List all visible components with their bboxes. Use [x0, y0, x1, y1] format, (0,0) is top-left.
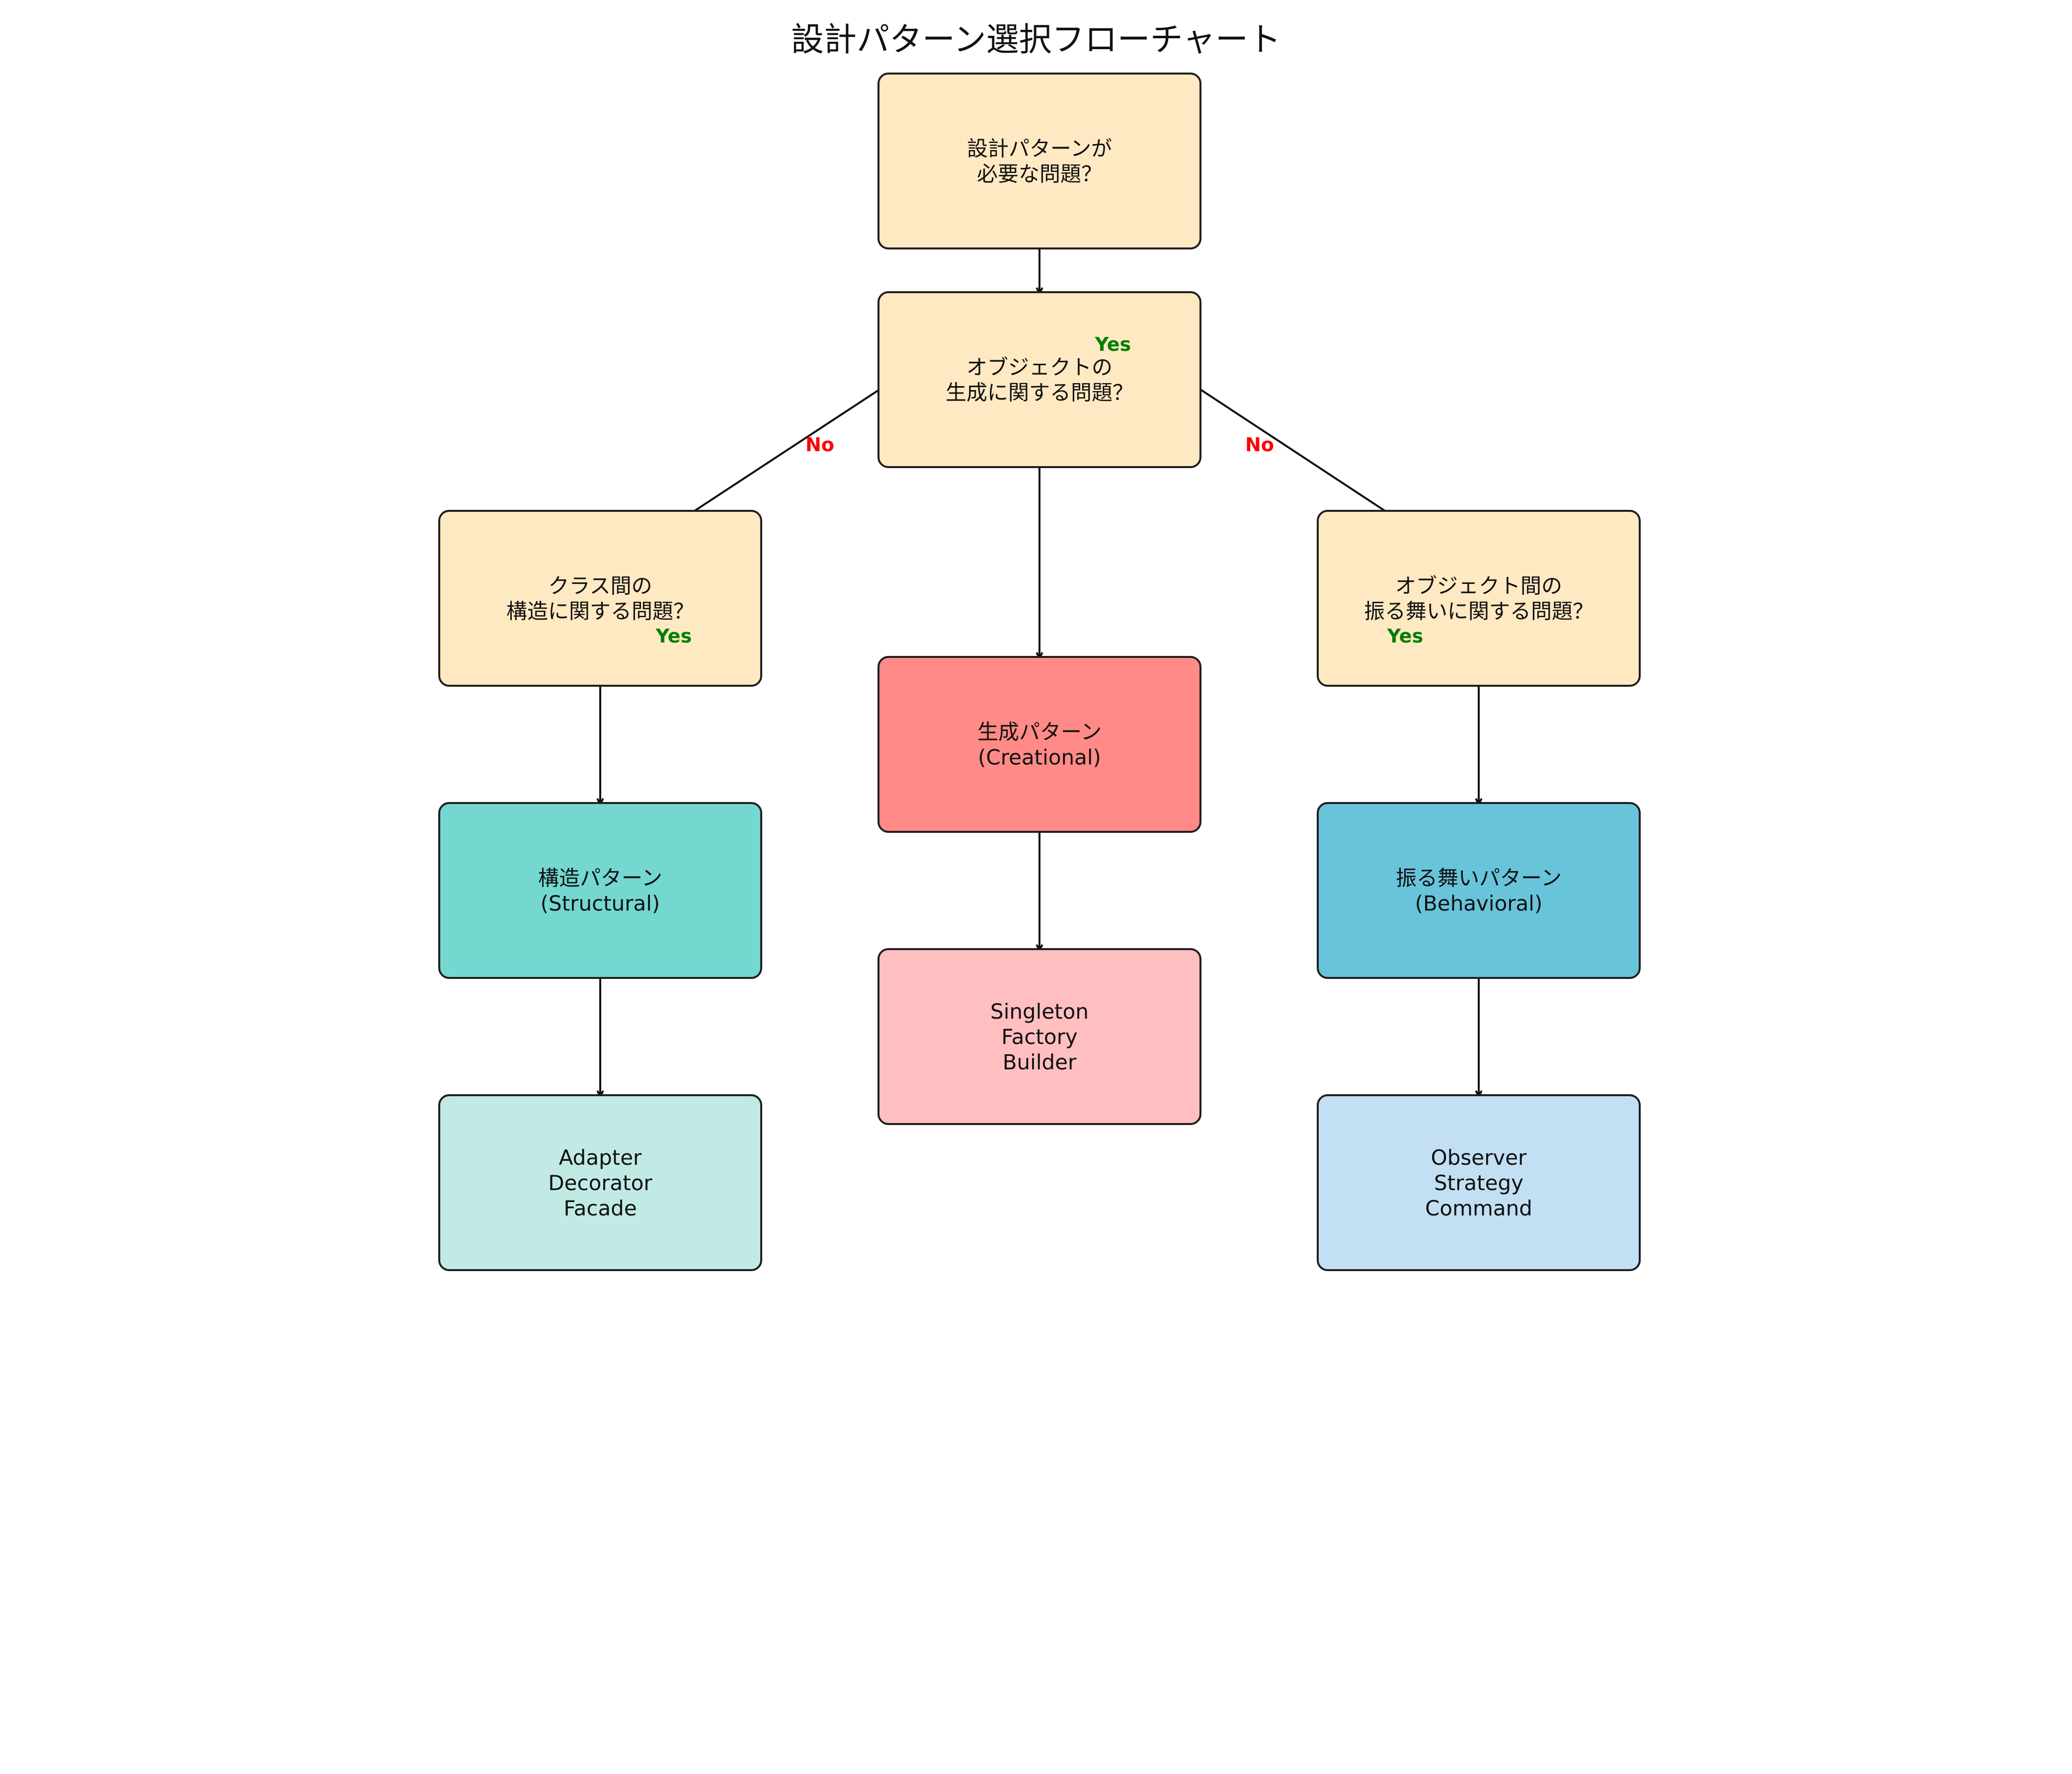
node-label-line: 必要な問題？ [977, 162, 1102, 186]
node-label-line: オブジェクトの [966, 355, 1113, 380]
edge-arrow-creation-question-to-behavior-question [1194, 385, 1396, 518]
node-label-line: 生成に関する問題？ [946, 381, 1133, 405]
node-behavioral-pattern: 振る舞いパターン(Behavioral) [1317, 802, 1641, 979]
node-label-line: 設計パターンが [967, 137, 1112, 161]
node-box [877, 73, 1201, 249]
node-box [877, 291, 1201, 468]
node-box [438, 510, 762, 687]
edges-layer [600, 244, 1479, 1096]
node-label-line: 振る舞いパターン [1396, 866, 1562, 890]
node-box [877, 948, 1201, 1125]
edge-label-yes: Yes [1387, 625, 1423, 647]
edge-label-no: No [1245, 434, 1274, 456]
node-label-line: オブジェクト間の [1395, 574, 1562, 598]
node-label-line: (Creational) [978, 745, 1101, 770]
node-box [438, 802, 762, 979]
edge-arrow-creation-question-to-structure-question [683, 385, 886, 518]
node-label-line: Builder [1003, 1050, 1077, 1074]
edge-label-yes: Yes [1095, 333, 1131, 355]
edge-label-no: No [805, 434, 834, 456]
node-label-line: Command [1425, 1196, 1532, 1220]
node-label-line: Facade [563, 1196, 637, 1220]
node-label-line: 生成パターン [977, 720, 1102, 744]
node-label-line: Decorator [548, 1171, 652, 1195]
node-box [1317, 802, 1641, 979]
node-label-line: 振る舞いに関する問題？ [1364, 599, 1594, 624]
node-label-line: 構造パターン [538, 866, 662, 890]
node-label-line: 構造に関する問題？ [506, 599, 694, 624]
node-box [877, 656, 1201, 833]
node-label-line: Strategy [1434, 1171, 1523, 1195]
node-label-line: Observer [1431, 1145, 1527, 1170]
node-label-line: Singleton [990, 999, 1089, 1024]
node-label-line: Adapter [559, 1145, 642, 1170]
node-creational-pattern: 生成パターン(Creational) [877, 656, 1201, 833]
diagram-title: 設計パターン選択フローチャート [791, 20, 1281, 59]
node-structural-pattern: 構造パターン(Structural) [438, 802, 762, 979]
node-label-line: クラス間の [548, 574, 652, 598]
node-box [1317, 1094, 1641, 1271]
node-box [438, 1094, 762, 1271]
node-label-line: Factory [1001, 1025, 1077, 1049]
edge-label-yes: Yes [655, 625, 692, 647]
node-box [1317, 510, 1641, 687]
node-label-line: (Behavioral) [1415, 891, 1543, 916]
node-label-line: (Structural) [541, 891, 660, 916]
